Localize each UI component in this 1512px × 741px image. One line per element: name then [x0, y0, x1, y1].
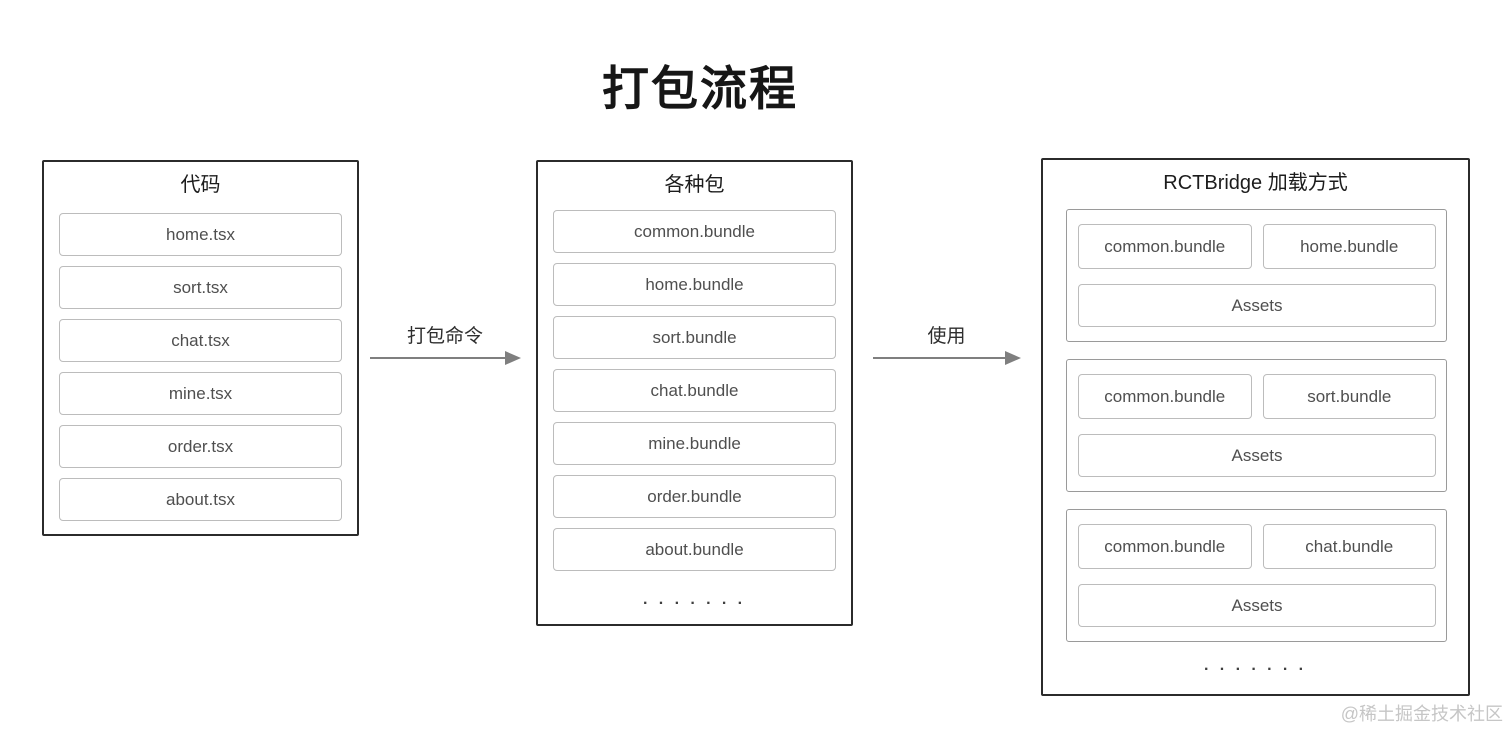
rct-group-list: common.bundle home.bundle Assets common.… [1043, 209, 1468, 642]
bundle-item-list: common.bundle home.bundle sort.bundle ch… [538, 210, 851, 571]
ellipsis: · · · · · · · [643, 595, 746, 612]
bundle-item: home.bundle [1262, 224, 1436, 269]
pack-arrow: 打包命令 [370, 326, 521, 365]
bundles-panel: 各种包 common.bundle home.bundle sort.bundl… [536, 160, 853, 626]
bundle-item: sort.bundle [553, 316, 836, 359]
code-panel: 代码 home.tsx sort.tsx chat.tsx mine.tsx o… [42, 160, 359, 536]
bundle-item: chat.bundle [1262, 524, 1436, 569]
rctbridge-panel: RCTBridge 加载方式 common.bundle home.bundle… [1041, 158, 1470, 696]
bundle-item: common.bundle [1078, 524, 1252, 569]
bundle-item: chat.bundle [553, 369, 836, 412]
bundle-pair-row: common.bundle home.bundle [1078, 224, 1436, 269]
bundle-item: mine.bundle [553, 422, 836, 465]
code-item-list: home.tsx sort.tsx chat.tsx mine.tsx orde… [44, 213, 357, 521]
ellipsis: · · · · · · · [1204, 661, 1307, 678]
bundle-item: about.bundle [553, 528, 836, 571]
assets-row: Assets [1078, 584, 1436, 627]
assets-row: Assets [1078, 434, 1436, 477]
pack-arrow-label: 打包命令 [406, 326, 483, 347]
bundles-panel-title: 各种包 [664, 174, 725, 196]
rctbridge-panel-title: RCTBridge 加载方式 [1163, 172, 1348, 194]
code-panel-title: 代码 [180, 174, 221, 196]
code-file-item: about.tsx [59, 478, 342, 521]
assets-row: Assets [1078, 284, 1436, 327]
code-file-item: chat.tsx [59, 319, 342, 362]
bundle-item: home.bundle [553, 263, 836, 306]
code-file-item: sort.tsx [59, 266, 342, 309]
watermark: @稀土掘金技术社区 [1340, 704, 1503, 724]
bundle-item: common.bundle [553, 210, 836, 253]
page-title: 打包流程 [602, 62, 798, 115]
bundle-item: common.bundle [1078, 374, 1252, 419]
use-arrow-label: 使用 [927, 326, 966, 347]
rct-load-group: common.bundle home.bundle Assets [1066, 209, 1447, 342]
bundle-item: sort.bundle [1262, 374, 1436, 419]
use-arrow: 使用 [873, 326, 1021, 365]
bundle-item: order.bundle [553, 475, 836, 518]
rct-load-group: common.bundle chat.bundle Assets [1066, 509, 1447, 642]
code-file-item: order.tsx [59, 425, 342, 468]
right-arrow-icon [370, 351, 521, 365]
assets-item: Assets [1078, 284, 1436, 327]
bundle-pair-row: common.bundle sort.bundle [1078, 374, 1436, 419]
code-file-item: mine.tsx [59, 372, 342, 415]
assets-item: Assets [1078, 434, 1436, 477]
right-arrow-icon [873, 351, 1021, 365]
bundle-item: common.bundle [1078, 224, 1252, 269]
code-file-item: home.tsx [59, 213, 342, 256]
rct-load-group: common.bundle sort.bundle Assets [1066, 359, 1447, 492]
assets-item: Assets [1078, 584, 1436, 627]
bundle-pair-row: common.bundle chat.bundle [1078, 524, 1436, 569]
